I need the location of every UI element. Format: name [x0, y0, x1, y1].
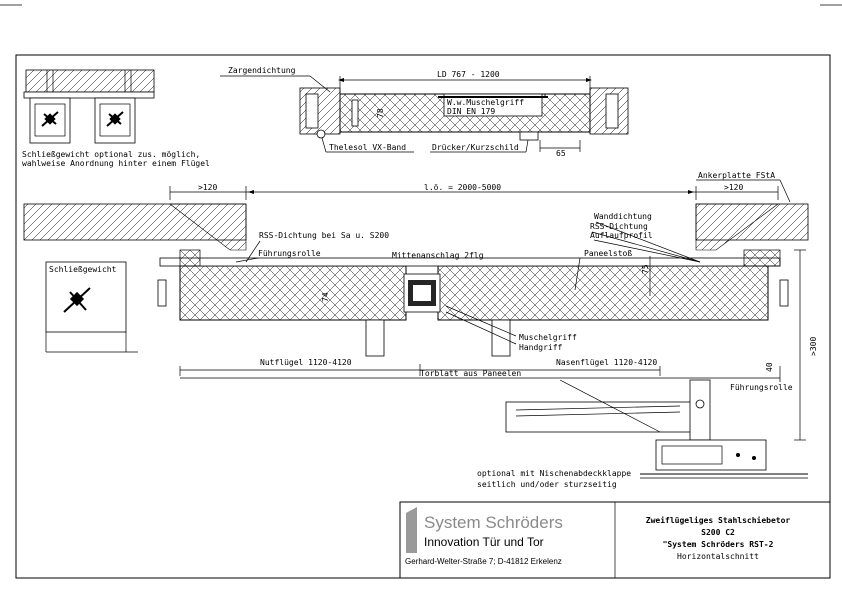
closing-weight-note-line1: Schließgewicht optional zus. möglich,: [22, 150, 200, 159]
optional-note-line2: seitlich und/oder sturzseitig: [477, 480, 617, 489]
dim-300: >300: [809, 337, 818, 356]
fuehrungsrolle-left-label: Führungsrolle: [258, 249, 321, 258]
paneelstoss-label: Paneelstoß: [584, 249, 632, 258]
dim-clear-opening: l.ö. = 2000-5000: [424, 183, 501, 192]
company-address: Gerhard-Welter-Straße 7; D-41812 Erkelen…: [405, 557, 562, 566]
din-label: DIN EN 179: [447, 107, 495, 116]
title-line3: "System Schröders RST-2: [663, 540, 774, 549]
main-horizontal-section: [23, 179, 809, 441]
nasenfluegel-dim: Nasenflügel 1120-4120: [556, 358, 657, 367]
dim-78: 78: [376, 108, 385, 118]
roller-mechanism-detail: [505, 379, 808, 479]
wanddichtung-label: Wanddichtung: [594, 212, 652, 221]
title-line2: S200 C2: [701, 528, 735, 537]
rss-dichtung-right-label: RSS-Dichtung: [590, 222, 648, 231]
closing-weight-box-label: Schließgewicht: [49, 265, 117, 274]
title-line4: Horizontalschnitt: [677, 552, 759, 561]
closing-weight-icon: [41, 111, 59, 127]
company-name: System Schröders: [424, 513, 563, 532]
torblatt-dim: Torblatt aus Paneelen: [420, 369, 521, 378]
nutfluegel-dim: Nutflügel 1120-4120: [260, 358, 352, 367]
closing-weight-option-detail: [23, 69, 155, 144]
dim-120-left: >120: [198, 183, 217, 192]
closing-weight-note-line2: wahlweise Anordnung hinter einem Flügel: [22, 159, 210, 168]
title-block: [399, 501, 831, 579]
dim-65: 65: [556, 149, 566, 158]
closing-weight-icon: [106, 111, 124, 127]
dim-74: 74: [321, 292, 330, 302]
title-line1: Zweiflügeliges Stahlschiebetor: [646, 515, 791, 525]
mittenanschlag-label: Mittenanschlag 2flg: [392, 251, 484, 260]
handgriff-label: Handgriff: [519, 343, 563, 352]
dim-75: 75: [641, 264, 650, 274]
druecker-label: Drücker/Kurzschild: [432, 143, 519, 152]
muschelgriff-plan-label: Muschelgriff: [519, 333, 577, 342]
closing-weight-icon: [63, 287, 91, 313]
ankerplatte-label: Ankerplatte FStA: [698, 171, 775, 180]
company-logo: [406, 507, 417, 553]
ld-dimension: LD 767 - 1200: [437, 70, 500, 79]
thelesol-label: Thelesol VX-Band: [329, 143, 406, 152]
door-leaf-section-detail: [220, 75, 629, 153]
muschelgriff-label: W.w.Muschelgriff: [447, 98, 524, 107]
dim-120-right: >120: [724, 183, 743, 192]
rss-dichtung-left-label: RSS-Dichtung bei Sa u. S200: [259, 231, 389, 240]
closing-weight-box: [45, 261, 138, 353]
dim-40: 40: [765, 362, 774, 372]
zargendichtung-label: Zargendichtung: [228, 66, 296, 75]
optional-note-line1: optional mit Nischenabdeckklappe: [477, 469, 631, 478]
company-tagline: Innovation Tür und Tor: [424, 535, 544, 549]
fuehrungsrolle-right-label: Führungsrolle: [730, 383, 793, 392]
auflaufprofil-label: Auflaufprofil: [590, 231, 653, 240]
